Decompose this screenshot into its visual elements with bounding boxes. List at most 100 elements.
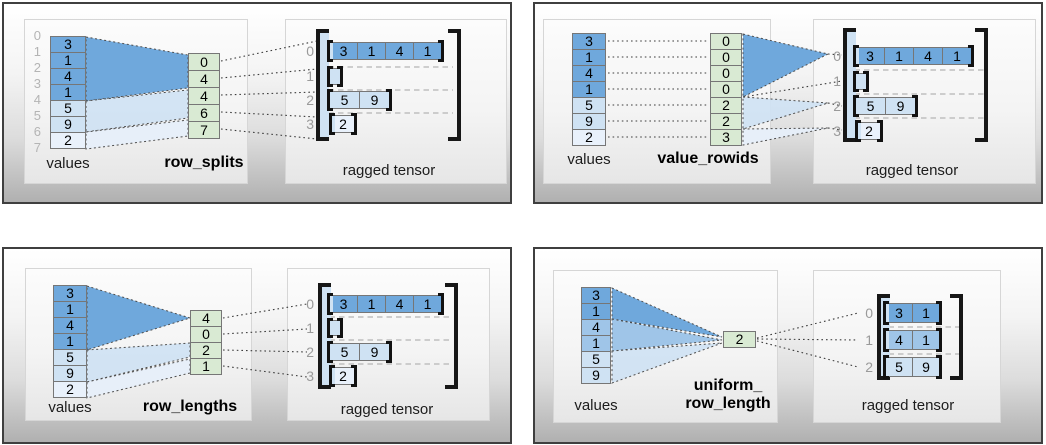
ragged-cell: 4 [385,295,414,313]
ragged-row: 5 9 [883,355,942,379]
value-index: 7 [33,140,41,155]
row-lengths-cell: 1 [190,358,222,375]
value-cell: 9 [53,365,87,382]
uniform-row-length-label-line2: row_length [685,395,771,412]
value-cell: 5 [50,100,86,117]
ragged-row-empty [327,318,343,338]
ragged-cell: 3 [855,47,885,65]
value-index: 1 [33,44,41,59]
values-column: 3 1 4 1 5 9 2 [572,33,606,146]
ragged-tensor-label: ragged tensor [861,397,955,414]
row-index: 0 [306,296,314,312]
ragged-cell: 1 [884,47,914,65]
value-index: 3 [33,76,41,91]
value-cell: 5 [581,351,611,368]
ragged-cell: 3 [329,42,358,60]
ragged-tensor-label: ragged tensor [342,162,436,179]
value-cell: 3 [53,285,87,302]
bracket-right-icon [386,89,392,111]
ragged-cell: 3 [885,303,913,323]
bracket-left-icon [327,89,333,111]
value-cell: 5 [572,97,606,114]
outer-bracket-right-icon [975,28,988,142]
values-label: values [46,155,90,172]
value-rowids-column: 0 0 0 0 2 2 3 [710,33,742,146]
bracket-right-icon [912,95,918,117]
uniform-row-length-cellbox: 2 [723,331,756,348]
bracket-right-icon [438,293,444,315]
ragged-cell: 5 [885,357,913,377]
bracket-left-icon [883,328,889,352]
ragged-cell: 4 [385,42,414,60]
ragged-row: 3 1 4 1 [327,293,444,315]
bracket-right-icon [438,40,444,62]
ragged-cell: 5 [329,343,360,361]
ragged-cell: 1 [357,295,386,313]
row-index: 2 [306,92,314,108]
value-cell: 1 [53,301,87,318]
bracket-left-icon [327,293,333,315]
value-index: 6 [33,124,41,139]
ragged-row: 5 9 [327,341,392,363]
outer-bracket-right-icon [445,283,458,389]
row-index: 2 [833,98,841,114]
value-cell: 4 [581,319,611,336]
values-column: 3 1 4 1 5 9 [581,287,611,384]
value-cell: 9 [581,367,611,384]
value-index-column: 0 1 2 3 4 5 6 7 [26,28,44,156]
ragged-row-empty [327,66,343,87]
value-cell: 5 [53,349,87,366]
row-index: 1 [833,73,841,89]
bracket-right-icon [936,301,942,325]
row-index: 3 [833,123,841,139]
ragged-row: 5 9 [327,89,392,111]
bracket-right-icon [337,66,343,87]
value-rowids-cell: 2 [710,97,742,114]
value-rowids-label: value_rowids [657,150,759,167]
values-label: values [567,151,611,168]
bracket-left-icon [853,71,859,92]
ragged-row: 3 1 [883,301,942,325]
value-cell: 1 [53,333,87,350]
row-lengths-column: 4 0 2 1 [190,310,222,375]
row-splits-cell: 6 [188,104,220,122]
ragged-row: 5 9 [853,95,918,117]
bracket-left-icon [883,301,889,325]
row-splits-label: row_splits [164,154,244,171]
bracket-left-icon [327,341,333,363]
uniform-row-length-label-line1: uniform_ [693,377,763,394]
ragged-row: 2 [329,365,357,387]
bracket-left-icon [855,120,861,142]
value-cell: 1 [572,81,606,98]
row-splits-cell: 4 [188,70,220,88]
ragged-row: 2 [855,120,883,142]
ragged-tensor-label: ragged tensor [340,401,434,418]
row-index: 3 [306,116,314,132]
row-splits-cell: 4 [188,87,220,105]
row-index: 1 [306,320,314,336]
outer-bracket-right-icon [950,294,963,380]
ragged-cell: 3 [329,295,358,313]
row-index: 3 [306,368,314,384]
ragged-row: 3 1 4 1 [327,40,444,62]
bracket-right-icon [863,71,869,92]
row-lengths-label: row_lengths [142,398,238,415]
value-cell: 4 [572,65,606,82]
bracket-right-icon [936,355,942,379]
ragged-cell: 1 [413,42,442,60]
value-cell: 3 [581,287,611,304]
bracket-left-icon [329,113,335,135]
value-index: 5 [33,108,41,123]
value-rowids-cell: 0 [710,33,742,50]
bracket-right-icon [351,365,357,387]
value-cell: 2 [572,129,606,146]
bracket-left-icon [853,95,859,117]
value-cell: 3 [572,33,606,50]
values-column: 3 1 4 1 5 9 2 [53,285,87,398]
row-index: 1 [865,332,873,348]
row-lengths-cell: 2 [190,342,222,359]
values-column: 3 1 4 1 5 9 2 [50,36,86,149]
row-splits-cell: 0 [188,53,220,71]
values-label: values [574,397,618,414]
